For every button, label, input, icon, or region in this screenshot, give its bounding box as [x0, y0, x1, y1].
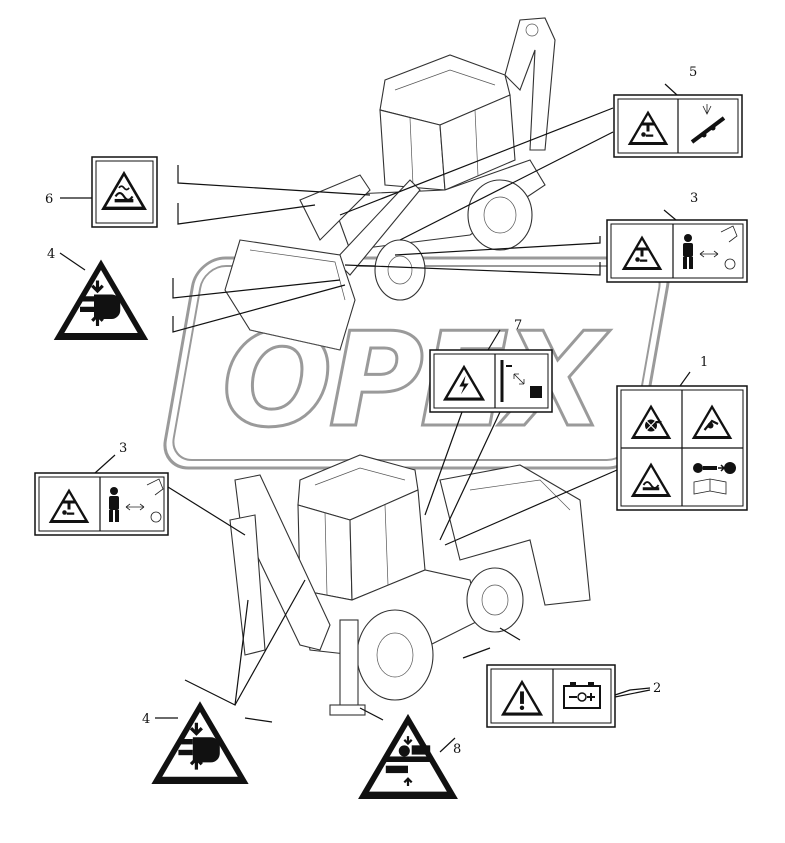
general-caution-icon	[500, 679, 544, 716]
hand-crush-icon	[151, 701, 249, 784]
hot-surface-arm-warning-icon	[691, 404, 733, 439]
decal-3-bottom	[34, 472, 169, 536]
callout-4-top: 4	[47, 247, 86, 271]
decal-3-top	[606, 219, 748, 283]
callout-number: 6	[45, 192, 53, 207]
decal-8	[358, 713, 458, 799]
decal-5	[613, 94, 743, 158]
crush-between-parts-icon	[358, 713, 458, 799]
remove-key-read-manual-icon	[693, 462, 736, 495]
boom-lock-icon	[690, 104, 726, 144]
hand-crush-icon	[53, 259, 149, 340]
callout-7: 7	[487, 318, 522, 351]
battery-icon	[563, 682, 601, 709]
callout-6: 6	[45, 192, 92, 207]
decal-4-top	[53, 259, 149, 340]
callout-2: 2	[614, 681, 661, 698]
crush-hazard-icon	[48, 488, 90, 523]
crush-hazard-icon	[621, 235, 663, 270]
backhoe-loader-rear-view	[229, 454, 591, 716]
leader-lines	[167, 107, 651, 723]
callout-number: 8	[453, 742, 461, 757]
decal-7	[429, 349, 553, 413]
power-line-distance-icon	[500, 360, 542, 402]
decal-2	[486, 664, 616, 728]
callout-5: 5	[664, 65, 697, 96]
backhoe-loader-front-view	[224, 17, 556, 351]
callout-number: 4	[142, 712, 150, 727]
decal-6	[91, 156, 158, 228]
callout-number: 5	[689, 65, 697, 80]
callout-4-bottom: 4	[142, 712, 178, 727]
keep-clear-distance-icon	[109, 478, 164, 523]
rotating-fan-warning-icon	[630, 404, 672, 439]
decal-1	[616, 385, 748, 511]
callout-number: 4	[47, 247, 55, 262]
callout-8: 8	[439, 737, 461, 757]
keep-clear-distance-icon	[683, 225, 738, 270]
hot-liquid-warning-icon	[630, 462, 672, 497]
hot-liquid-warning-icon	[101, 170, 147, 210]
callout-3-top: 3	[663, 191, 698, 221]
callout-number: 3	[690, 191, 698, 206]
callout-number: 3	[119, 441, 127, 456]
electric-shock-icon	[442, 364, 486, 401]
callout-number: 2	[653, 681, 661, 696]
falling-load-icon	[627, 110, 669, 145]
callout-number: 1	[700, 355, 708, 370]
callout-3-bottom: 3	[94, 441, 127, 474]
callout-number: 7	[514, 318, 522, 333]
decal-4-bottom	[151, 701, 249, 784]
callout-1: 1	[679, 355, 708, 387]
